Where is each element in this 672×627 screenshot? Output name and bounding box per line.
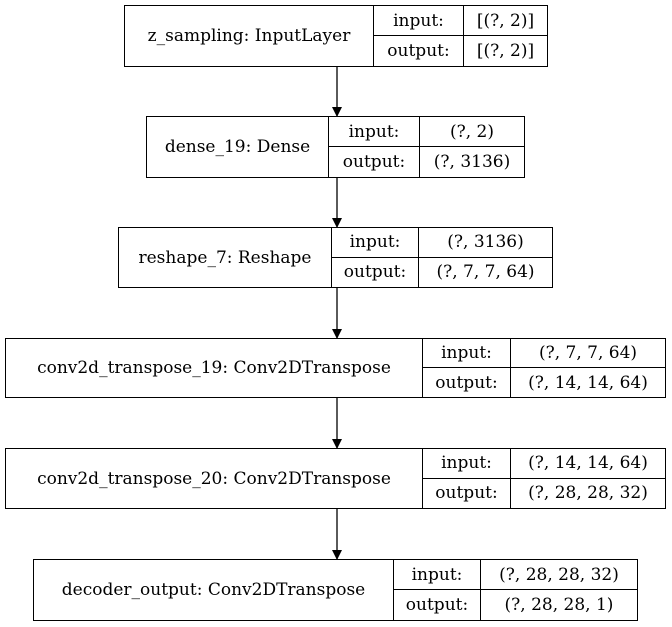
layer-name: z_sampling: InputLayer (125, 6, 374, 66)
input-shape: (?, 3136) (419, 228, 552, 258)
layer-name: conv2d_transpose_19: Conv2DTranspose (6, 339, 423, 397)
layer-node-z-sampling: z_sampling: InputLayer input: [(?, 2)] o… (124, 5, 548, 67)
output-shape: (?, 3136) (433, 152, 511, 172)
layer-node-reshape: reshape_7: Reshape input: (?, 3136) outp… (118, 227, 553, 288)
output-label: output: (374, 36, 464, 66)
output-shape: [(?, 2)] (476, 41, 535, 61)
output-shape: (?, 28, 28, 32) (528, 483, 648, 504)
layer-name: reshape_7: Reshape (119, 228, 332, 287)
output-label: output: (423, 478, 511, 508)
input-label: input: (332, 228, 419, 258)
output-shape: (?, 7, 7, 64) (436, 262, 535, 283)
input-label: input: (329, 117, 420, 147)
output-label: output: (329, 147, 420, 177)
layer-node-decoder-output: decoder_output: Conv2DTranspose input: (… (33, 559, 638, 621)
output-label: output: (394, 590, 481, 620)
layer-name: conv2d_transpose_20: Conv2DTranspose (6, 449, 423, 508)
input-shape: [(?, 2)] (464, 6, 547, 36)
input-shape: (?, 14, 14, 64) (511, 449, 665, 479)
output-shape: (?, 14, 14, 64) (528, 372, 648, 393)
layer-node-dense: dense_19: Dense input: (?, 2) output: (?… (146, 116, 525, 178)
output-shape: (?, 28, 28, 1) (504, 595, 614, 615)
input-label: input: (423, 449, 511, 479)
layer-node-conv2d-transpose-19: conv2d_transpose_19: Conv2DTranspose inp… (5, 338, 666, 398)
layer-name: dense_19: Dense (147, 117, 329, 177)
input-shape: (?, 2) (420, 117, 524, 147)
input-shape: (?, 28, 28, 32) (481, 560, 637, 590)
input-label: input: (423, 339, 511, 368)
input-shape: (?, 7, 7, 64) (511, 339, 665, 368)
output-label: output: (332, 257, 419, 287)
layer-node-conv2d-transpose-20: conv2d_transpose_20: Conv2DTranspose inp… (5, 448, 666, 509)
output-label: output: (423, 368, 511, 397)
input-label: input: (374, 6, 464, 36)
layer-name: decoder_output: Conv2DTranspose (34, 560, 394, 620)
input-label: input: (394, 560, 481, 590)
